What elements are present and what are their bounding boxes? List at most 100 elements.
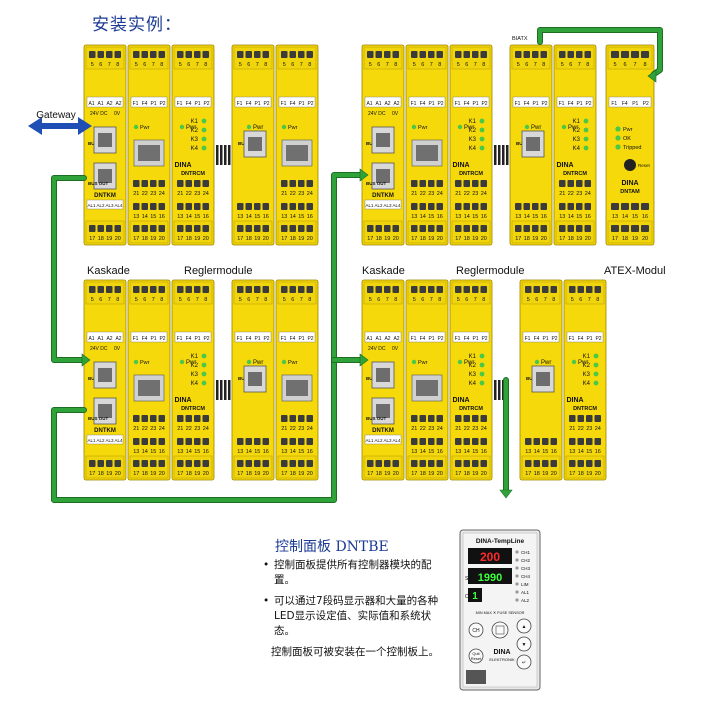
terminal-label: 19 — [106, 236, 112, 242]
panel-description: 控制面板提供所有控制器模块的配置。 可以通过7段码显示器和大量的各种LED显示设… — [262, 558, 442, 660]
terminal-screw — [411, 286, 418, 293]
strip-label: P1 — [254, 101, 260, 107]
terminal-label: 13 — [411, 449, 417, 455]
bus-in-port — [93, 361, 117, 389]
terminal-screw — [428, 438, 435, 445]
strip-label: P2 — [263, 101, 269, 107]
terminal-screw — [281, 203, 288, 210]
terminal-screw — [194, 415, 201, 422]
terminal-screw — [586, 415, 593, 422]
terminal-label: 5 — [179, 62, 182, 68]
terminal-screw — [569, 460, 576, 467]
pwr-led — [133, 124, 139, 130]
terminal-label: 8 — [438, 297, 441, 303]
terminal-screw — [202, 460, 209, 467]
terminal-screw — [515, 225, 522, 232]
strip-label: F1 — [455, 101, 461, 107]
terminal-label: 22 — [142, 426, 148, 432]
terminal-label: 23 — [428, 191, 434, 197]
pwr-label: Pwr — [531, 125, 541, 131]
cable-down-arrow — [499, 489, 513, 499]
terminal-label: 15 — [542, 449, 548, 455]
terminal-screw — [106, 225, 113, 232]
terminal-screw — [202, 203, 209, 210]
bus-out-port — [371, 162, 395, 190]
strip-label: P2 — [203, 336, 209, 342]
terminal-label: 18 — [290, 471, 296, 477]
terminal-screw — [584, 203, 591, 210]
terminal-screw — [298, 225, 305, 232]
module-label-strip — [278, 331, 316, 343]
terminal-screw — [472, 286, 479, 293]
terminal-screw — [245, 225, 252, 232]
terminal-screw — [367, 460, 374, 467]
terminal-screw — [480, 51, 487, 58]
terminal-label: 20 — [203, 471, 209, 477]
terminal-label: 15 — [254, 449, 260, 455]
terminal-screw — [114, 225, 121, 232]
terminal-screw — [289, 460, 296, 467]
terminal-screw — [533, 460, 540, 467]
terminal-screw — [411, 460, 418, 467]
btn-up — [516, 618, 532, 634]
terminal-label: 8 — [308, 297, 311, 303]
strip-label: A1 — [88, 101, 94, 107]
strip-label: A1 — [375, 336, 381, 342]
terminal-screw — [367, 51, 374, 58]
terminal-label: 16 — [307, 449, 313, 455]
terminal-screw — [523, 51, 530, 58]
al-strip — [364, 434, 402, 445]
terminal-label: 20 — [263, 236, 269, 242]
terminal-screw — [97, 286, 104, 293]
terminal-label: 20 — [437, 236, 443, 242]
terminal-screw — [392, 225, 399, 232]
label-atex-modul: ATEX-Modul — [604, 265, 666, 277]
terminal-screw — [106, 51, 113, 58]
pwr-led — [246, 124, 252, 130]
terminal-label: 7 — [474, 62, 477, 68]
terminal-label: 23 — [194, 426, 200, 432]
terminal-screw — [428, 225, 435, 232]
terminal-label: 15 — [586, 449, 592, 455]
gateway-head-left — [28, 117, 42, 135]
k-label: K4 — [191, 146, 199, 152]
terminal-screw — [375, 286, 382, 293]
btn-ch — [468, 622, 484, 638]
terminal-screw — [375, 460, 382, 467]
device-logo-sub: ELEKTRONIK — [489, 657, 515, 662]
al-strip — [86, 434, 124, 445]
terminal-screw — [262, 225, 269, 232]
connector-pin — [498, 145, 501, 165]
pwr-label: Pwr — [578, 360, 588, 366]
terminal-label: 18 — [290, 236, 296, 242]
page-heading: 安装实例： — [92, 15, 182, 35]
port-socket — [98, 404, 112, 418]
side-led — [515, 574, 519, 578]
terminal-screw — [254, 286, 261, 293]
terminal-label: 18 — [568, 236, 574, 242]
strip-label: P2 — [159, 336, 165, 342]
terminal-screw — [523, 203, 530, 210]
pwr-label: Pwr — [464, 360, 474, 366]
terminal-screw — [289, 203, 296, 210]
terminal-label: 24 — [203, 426, 209, 432]
terminal-screw — [559, 51, 566, 58]
cable-link-arrow-top — [359, 168, 369, 182]
al-label: AL2 — [374, 203, 383, 208]
terminal-screw — [411, 51, 418, 58]
panel-code: DNTBE — [335, 539, 389, 555]
terminal-screw — [472, 51, 479, 58]
btn-enter-label: ↵ — [522, 660, 526, 666]
terminal-screw — [262, 460, 269, 467]
k-led — [201, 380, 207, 386]
terminal-label: 17 — [237, 236, 243, 242]
terminal-screw — [576, 203, 583, 210]
terminal-label: 24 — [159, 191, 165, 197]
terminal-screw — [133, 51, 140, 58]
